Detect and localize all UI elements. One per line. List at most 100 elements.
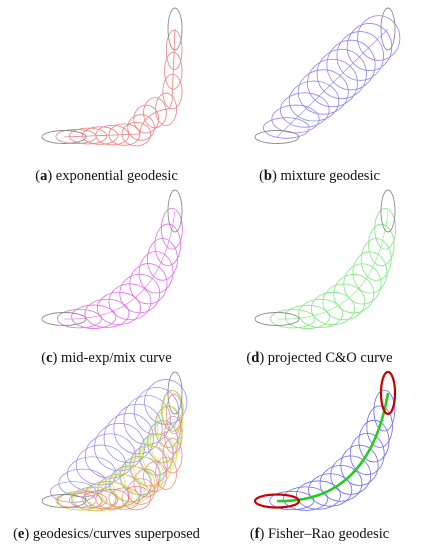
superposed-mixture-ellipse	[103, 413, 154, 463]
exponential-ellipse	[143, 97, 167, 129]
fisherrao-ellipse	[308, 473, 353, 507]
midexpmix-ellipse	[71, 304, 117, 329]
exponential-ellipse	[155, 92, 177, 126]
exponential-ellipse	[108, 123, 141, 146]
superposed-exponential-ellipse	[68, 491, 108, 509]
midexpmix-ellipse	[154, 223, 181, 266]
superposed-mixture-ellipse	[75, 444, 127, 486]
superposed-exponential-ellipse	[164, 415, 183, 454]
superposed-exponential-ellipse	[162, 437, 183, 474]
exponential-ellipse	[121, 121, 152, 147]
mixture-ellipse	[357, 15, 401, 61]
midexpmix-ellipse	[96, 291, 142, 325]
caption-f: (f) Fisher–Rao geodesic	[249, 526, 390, 542]
mixture-start-ellipse	[254, 130, 300, 144]
superposed-midexpmix-ellipse	[147, 420, 178, 463]
projected-ellipse	[284, 304, 330, 330]
mixture-ellipse	[307, 58, 358, 108]
fisherrao-end-ellipse	[379, 370, 397, 416]
superposed-mixture-ellipse	[84, 433, 136, 479]
projected-ellipse	[270, 309, 316, 329]
superposed-end-ellipse	[167, 371, 183, 415]
midexpmix-ellipse	[84, 298, 130, 328]
superposed-exponential-ellipse	[82, 490, 119, 509]
projected-ellipse	[310, 291, 355, 326]
midexpmix-path	[63, 210, 176, 320]
mixture-path	[276, 28, 389, 138]
exponential-ellipse	[162, 73, 183, 110]
midexpmix-end-ellipse	[167, 189, 183, 233]
superposed-exponential-ellipse	[133, 468, 160, 498]
panel-e	[41, 371, 188, 512]
caption-c: (c) mid-exp/mix curve	[41, 350, 172, 366]
projected-end-ellipse	[380, 189, 396, 233]
fisherrao-ellipse	[283, 486, 329, 511]
superposed-extra-ellipse	[142, 434, 177, 477]
midexpmix-ellipse	[161, 207, 183, 250]
superposed-extra-ellipse	[58, 491, 104, 511]
exponential-ellipse	[165, 29, 183, 71]
superposed-projected-ellipse	[71, 486, 117, 511]
projected-ellipse	[343, 263, 382, 305]
superposed-projected-ellipse	[147, 420, 179, 463]
panel-b	[254, 7, 401, 144]
projected-ellipse	[368, 223, 395, 267]
projected-ellipse	[352, 251, 388, 294]
superposed-start-ellipse	[41, 494, 87, 508]
superposed-projected-ellipse	[85, 481, 131, 510]
panel-d	[254, 189, 397, 330]
superposed-extra-ellipse	[87, 481, 133, 511]
superposed-extra-ellipse	[123, 456, 165, 496]
mixture-ellipse	[262, 117, 310, 139]
mixture-end-ellipse	[380, 7, 396, 51]
exponential-ellipse	[68, 127, 108, 145]
fisherrao-ellipse	[366, 405, 393, 448]
caption-a: (a) exponential geodesic	[35, 168, 178, 184]
caption-d: (d) projected C&O curve	[246, 350, 393, 366]
mixture-ellipse	[271, 104, 320, 134]
exponential-end-ellipse	[167, 7, 183, 51]
exponential-path	[63, 28, 176, 138]
superposed-exponential-ellipse	[121, 486, 152, 511]
caption-b: (b) mixture geodesic	[259, 168, 380, 184]
superposed-extra-ellipse	[162, 390, 184, 432]
mixture-ellipse	[336, 31, 384, 81]
panel-c	[41, 189, 183, 329]
panel-a	[41, 7, 183, 147]
fisherrao-ellipse	[296, 480, 341, 510]
caption-e: (e) geodesics/curves superposed	[13, 526, 200, 542]
superposed-exponential-ellipse	[155, 456, 177, 490]
midexpmix-start-ellipse	[41, 312, 87, 326]
midexpmix-ellipse	[56, 309, 102, 329]
superposed-projected-ellipse	[130, 445, 169, 487]
superposed-exponential-ellipse	[108, 487, 141, 510]
panel-f	[253, 370, 397, 511]
superposed-extra-ellipse	[150, 420, 181, 464]
exponential-ellipse	[82, 126, 119, 145]
midexpmix-ellipse	[138, 251, 174, 294]
exponential-ellipse	[95, 124, 130, 146]
midexpmix-ellipse	[129, 263, 168, 305]
mixture-ellipse	[280, 92, 330, 128]
superposed-projected-ellipse	[109, 465, 153, 503]
fisherrao-path	[276, 392, 390, 503]
projected-path	[276, 210, 389, 320]
fisherrao-ellipse	[330, 455, 372, 495]
exponential-ellipse	[164, 51, 183, 90]
fisherrao-start-ellipse	[253, 493, 301, 509]
projected-start-ellipse	[254, 312, 300, 326]
exponential-ellipse	[133, 104, 160, 134]
projected-ellipse	[298, 299, 344, 329]
superposed-exponential-ellipse	[143, 461, 167, 493]
mixture-ellipse	[297, 69, 349, 115]
mixture-ellipse	[316, 48, 367, 100]
midexpmix-ellipse	[119, 273, 161, 314]
mixture-ellipse	[288, 80, 340, 122]
fisherrao-ellipse	[373, 389, 396, 432]
superposed-mixture-ellipse	[58, 468, 107, 498]
projected-ellipse	[333, 274, 375, 314]
superposed-exponential-ellipse	[95, 489, 130, 510]
superposed-extra-ellipse	[133, 446, 172, 487]
mixture-ellipse	[326, 39, 376, 91]
